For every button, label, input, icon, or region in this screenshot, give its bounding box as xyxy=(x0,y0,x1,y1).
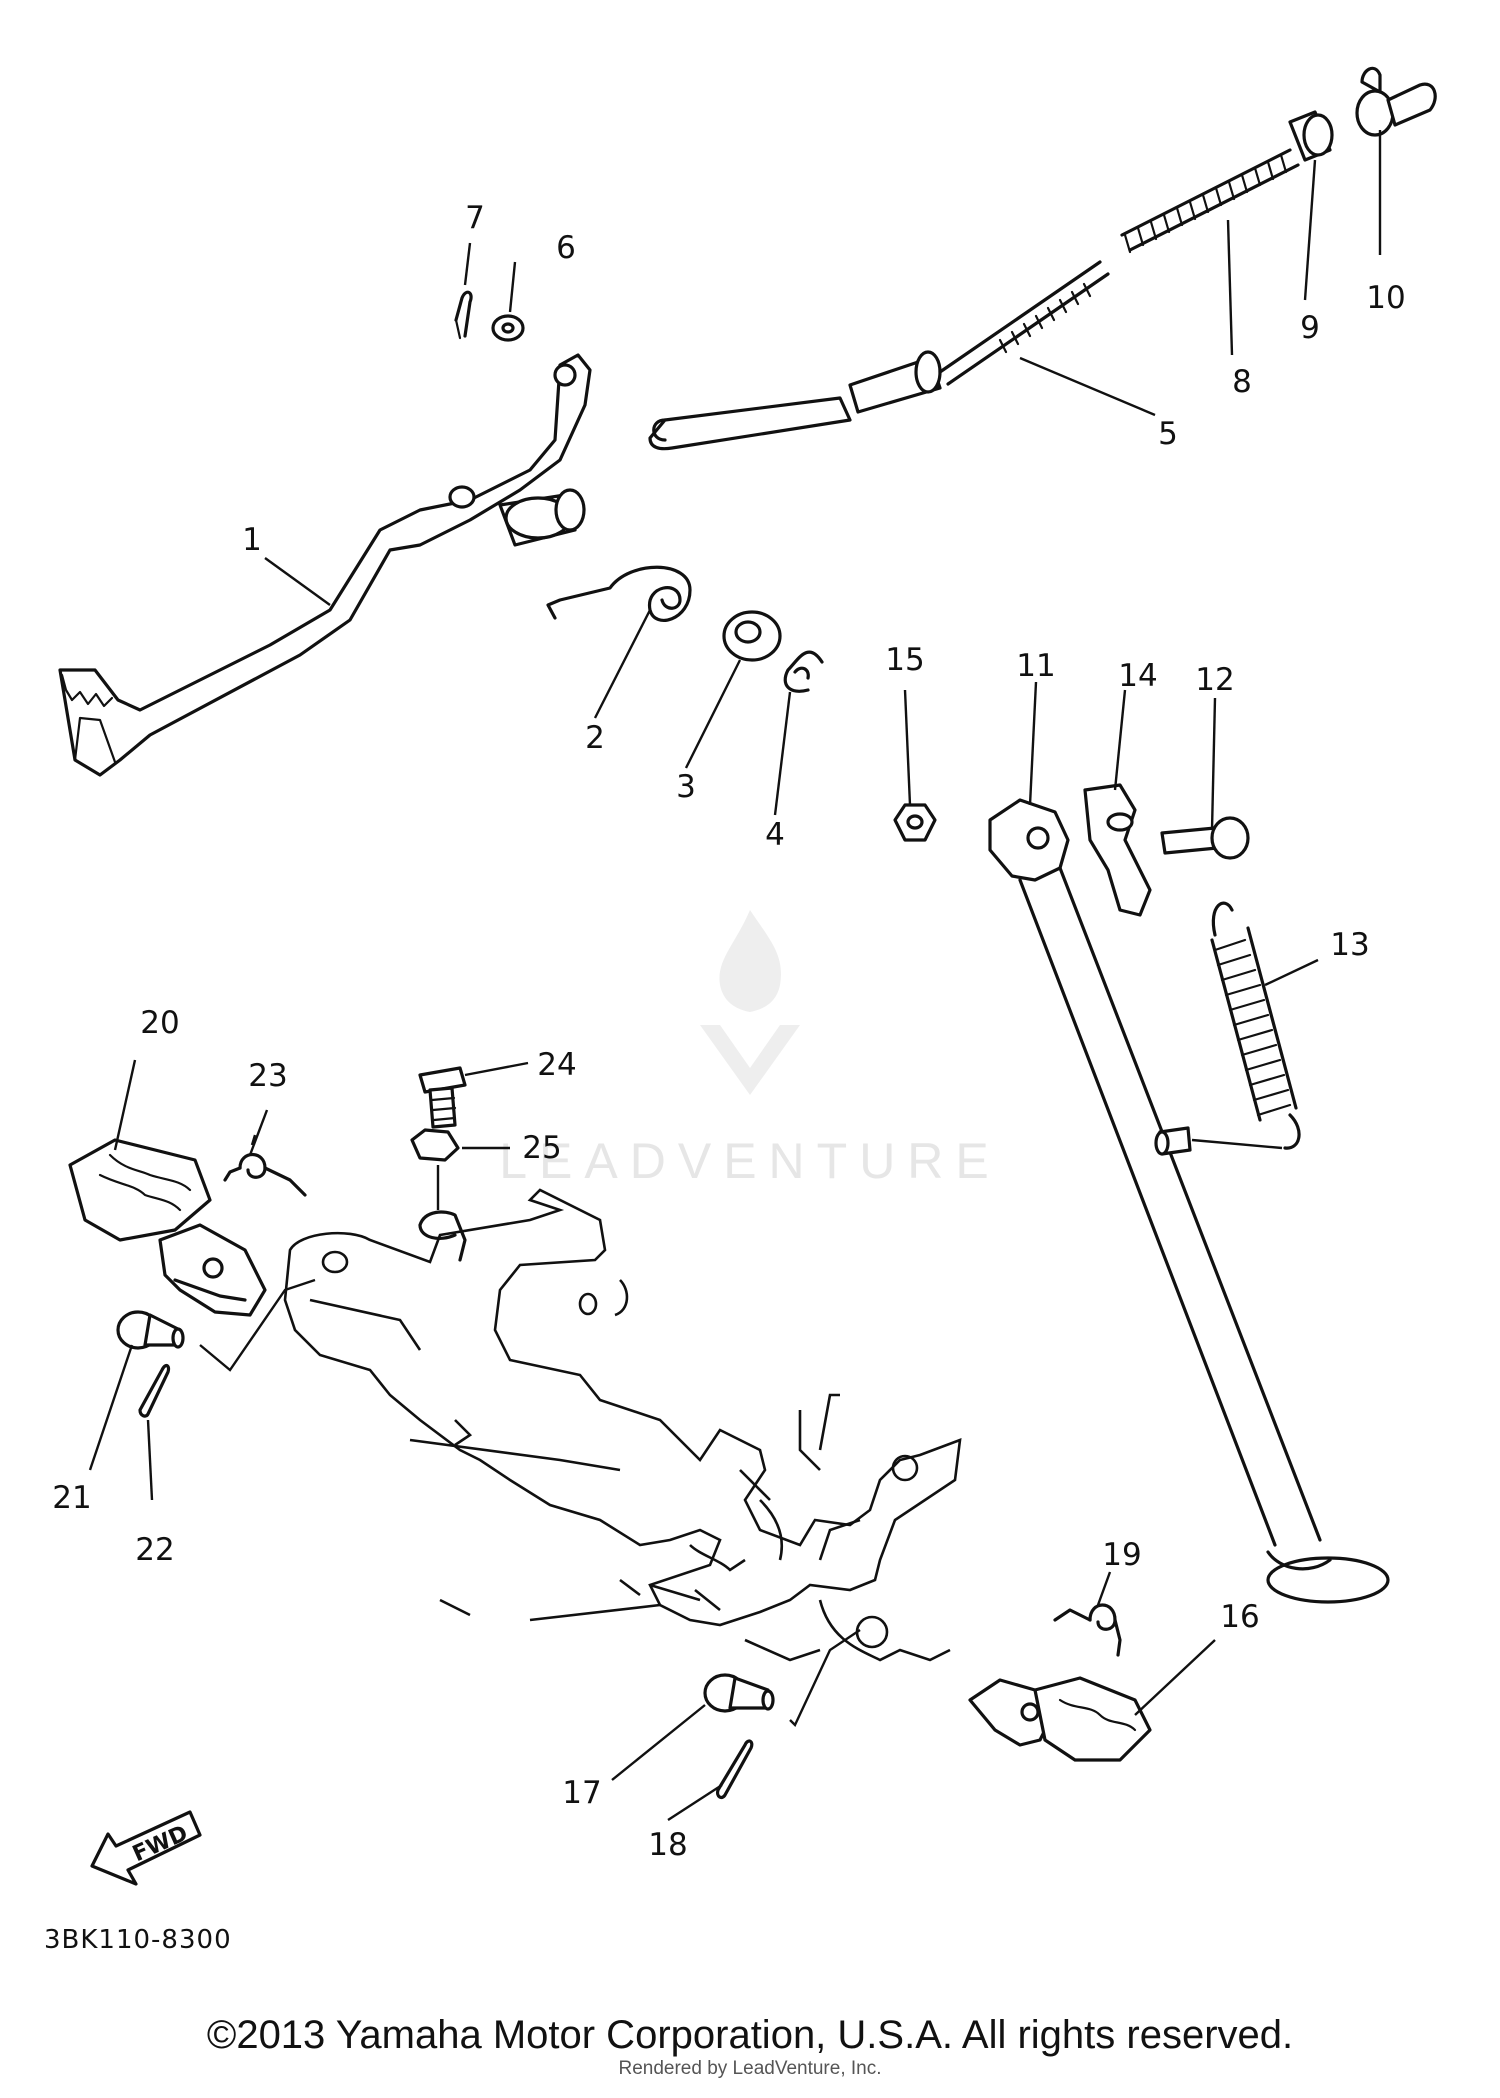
passenger-footrest-spring-part xyxy=(1053,1603,1122,1657)
callout-5: 5 xyxy=(1158,416,1178,452)
sidestand-plate-part xyxy=(1083,783,1152,917)
leadventure-watermark-text: LEADVENTURE xyxy=(499,1133,1001,1189)
callout-8: 8 xyxy=(1232,364,1252,400)
cotter-pin-part xyxy=(454,290,473,340)
callout-2: 2 xyxy=(585,720,605,756)
wing-nut-part xyxy=(1355,66,1437,137)
frame-outline xyxy=(283,1188,962,1662)
diagram-code: 3BK110-8300 xyxy=(44,1925,232,1955)
callout-9: 9 xyxy=(1300,310,1320,346)
return-spring-part xyxy=(546,565,692,622)
callout-19: 19 xyxy=(1102,1537,1141,1573)
bolt-part xyxy=(418,1066,467,1129)
brake-rod-part xyxy=(648,260,1110,451)
passenger-pin-part xyxy=(703,1673,775,1713)
callout-18: 18 xyxy=(648,1827,687,1863)
passenger-cotter-pin-part xyxy=(716,1739,754,1800)
callout-15: 15 xyxy=(885,642,924,678)
callout-3: 3 xyxy=(676,769,696,805)
bracket-tab-part xyxy=(418,1165,467,1262)
washer-part xyxy=(722,610,782,662)
callout-11: 11 xyxy=(1016,648,1055,684)
callout-13: 13 xyxy=(1330,927,1369,963)
callout-23: 23 xyxy=(248,1058,287,1094)
callout-6: 6 xyxy=(556,230,576,266)
callout-25: 25 xyxy=(522,1130,561,1166)
passenger-pin-leader-line xyxy=(789,1629,861,1728)
callout-17: 17 xyxy=(562,1775,601,1811)
callout-leaders xyxy=(88,130,1382,1822)
leadventure-logo-watermark xyxy=(700,910,800,1095)
callout-12: 12 xyxy=(1195,662,1234,698)
brake-rod-spring-part xyxy=(1120,148,1300,254)
rendered-by-notice: Rendered by LeadVenture, Inc. xyxy=(618,2058,882,2079)
pin-leader-line xyxy=(199,1278,316,1372)
callout-1: 1 xyxy=(242,522,262,558)
passenger-footrest-part xyxy=(968,1676,1152,1762)
callout-14: 14 xyxy=(1118,658,1157,694)
callout-4: 4 xyxy=(765,817,785,853)
copyright-notice: ©2013 Yamaha Motor Corporation, U.S.A. A… xyxy=(206,2013,1294,2057)
nut-small-part xyxy=(410,1128,460,1162)
collar-part xyxy=(1288,110,1334,162)
forward-arrow-icon: FWD xyxy=(90,1810,202,1886)
pivot-bolt-part xyxy=(1160,816,1250,860)
nut-part xyxy=(893,803,937,842)
callout-16: 16 xyxy=(1220,1599,1259,1635)
footrest-spring-part xyxy=(223,1134,307,1197)
footrest-pin-part xyxy=(116,1310,185,1350)
callout-24: 24 xyxy=(537,1047,576,1083)
sidestand-part xyxy=(988,798,1390,1604)
small-washer-part xyxy=(491,314,525,342)
footrest-cotter-pin-part xyxy=(138,1363,171,1418)
callout-22: 22 xyxy=(135,1532,174,1568)
callout-20: 20 xyxy=(140,1005,179,1041)
callout-21: 21 xyxy=(52,1480,91,1516)
brake-pedal-part xyxy=(58,353,592,777)
rider-footrest-part xyxy=(68,1138,267,1317)
circlip-part xyxy=(783,650,824,693)
sidestand-spring-part xyxy=(1154,901,1301,1156)
callout-10: 10 xyxy=(1366,280,1405,316)
callout-7: 7 xyxy=(465,200,485,236)
